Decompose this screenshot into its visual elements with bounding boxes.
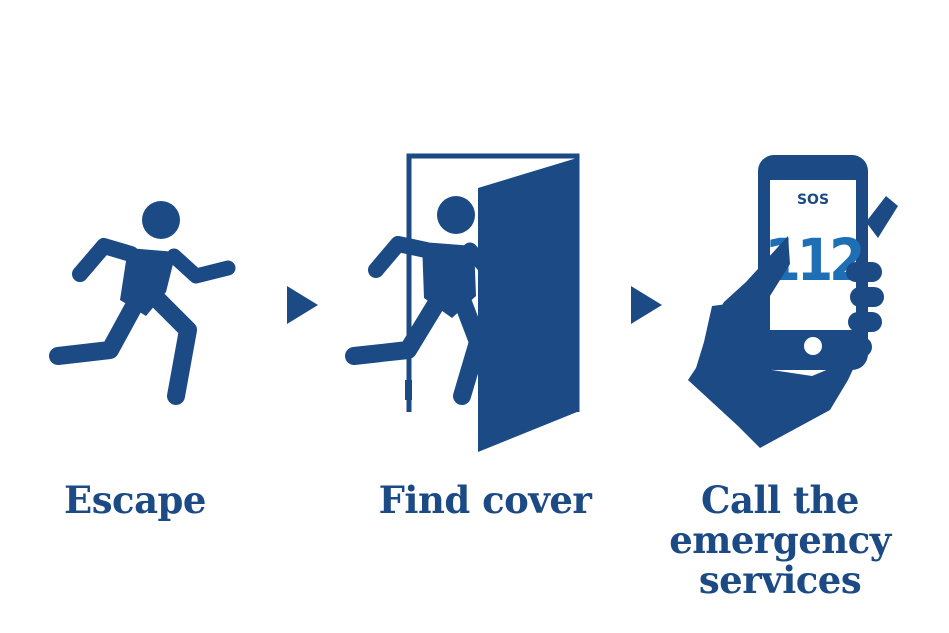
step-label-find-cover: Find cover: [378, 478, 592, 522]
step-label-escape: Escape: [64, 478, 206, 522]
step-label-call-services: Call the emergency services: [630, 480, 930, 600]
step-label-line: Call the: [701, 478, 859, 522]
step-label-line: services: [698, 558, 862, 602]
person-door-icon: [345, 153, 580, 452]
arrow-right-icon: [287, 286, 318, 324]
step-label-line: emergency: [669, 518, 891, 562]
arrow-right-icon: [631, 286, 662, 324]
sos-text: SOS: [797, 192, 829, 208]
hand-phone-icon: SOS 112: [688, 155, 898, 448]
door-panel: [478, 158, 577, 452]
running-person-icon: [49, 201, 236, 405]
